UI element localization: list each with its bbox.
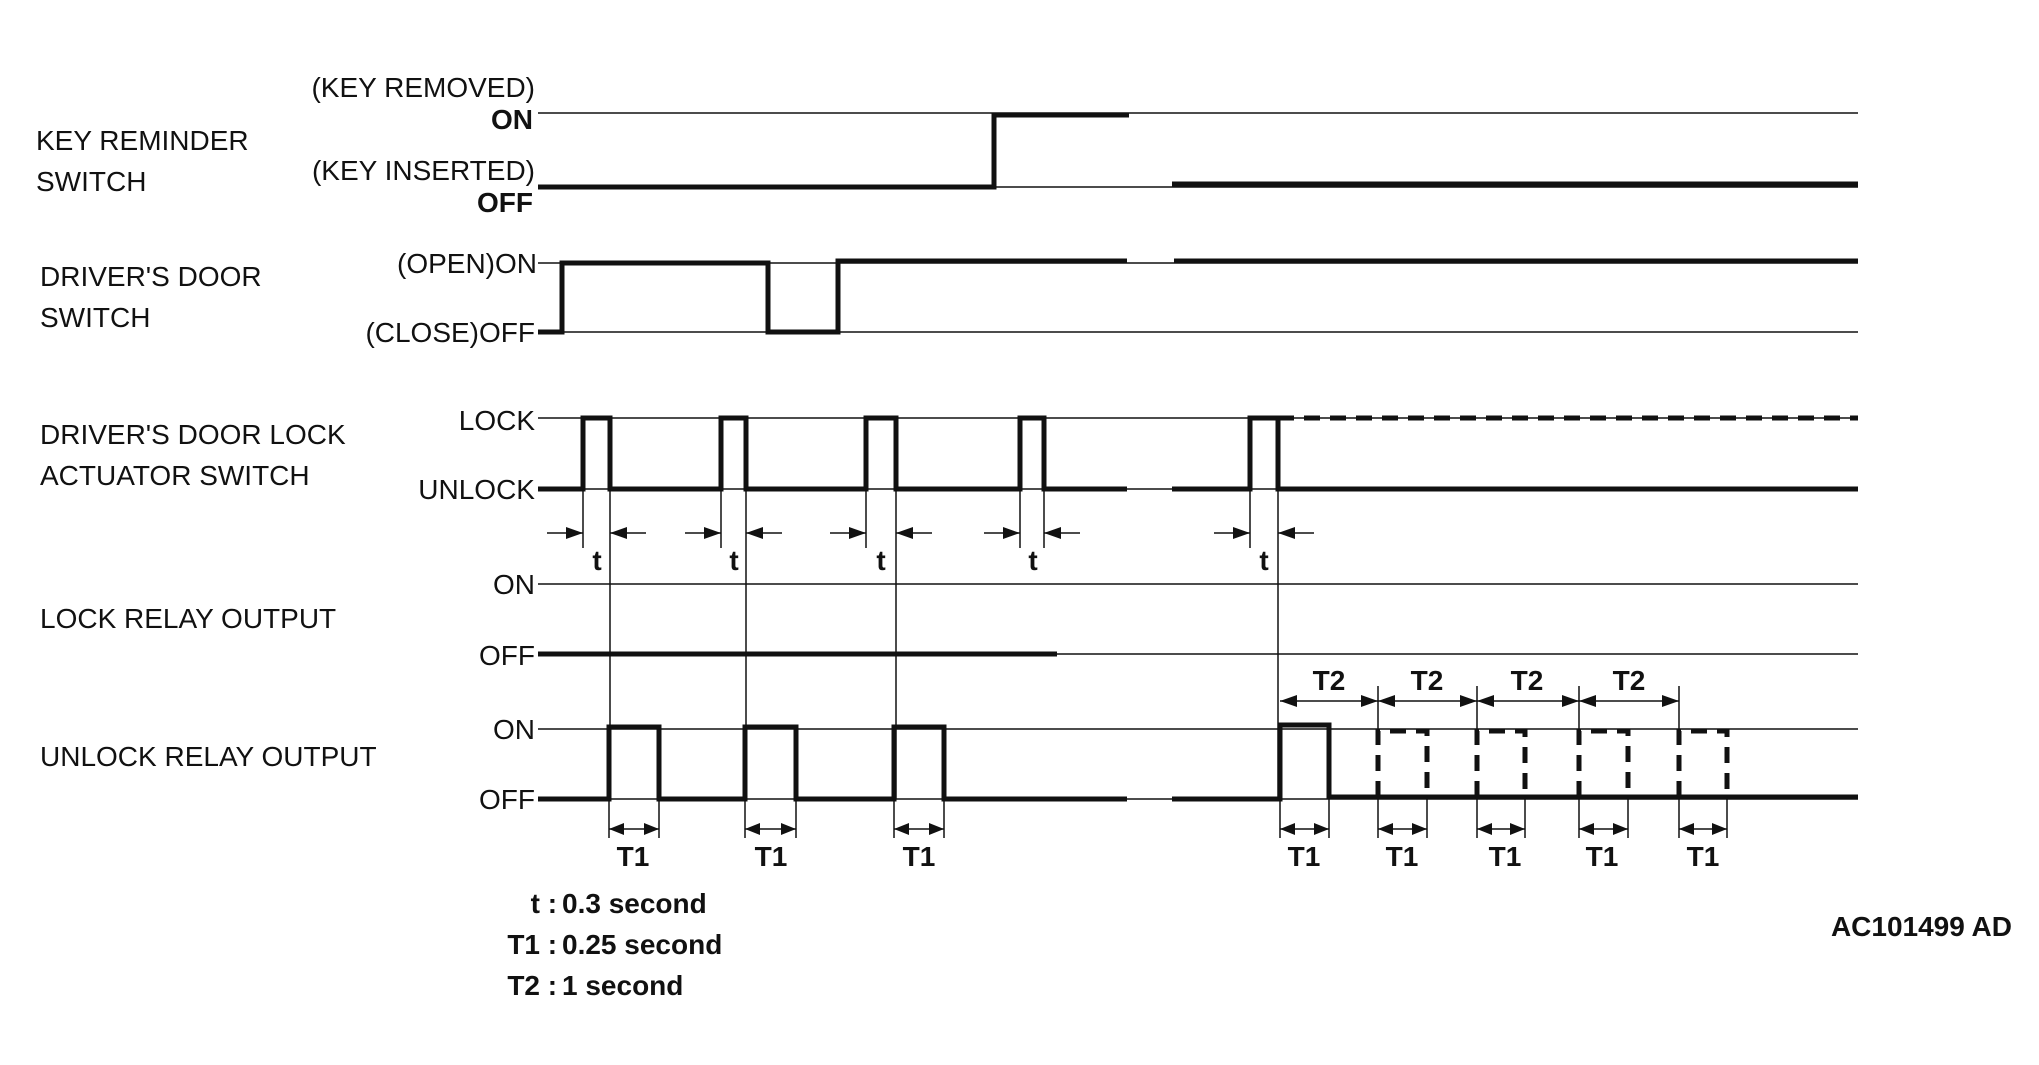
level-label-key-on: ON [491, 104, 533, 135]
legend-key-T2: T2 [507, 970, 540, 1001]
signal-label-key-reminder-line1: KEY REMINDER [36, 125, 249, 156]
T1-dimension-marks: T1 T1 T1 T1 T1 T1 T1 T1 [609, 823, 1727, 872]
T1-7-head-l [1579, 823, 1594, 835]
signal-label-door-switch-line2: SWITCH [40, 302, 150, 333]
t4-arrow-left-head [1003, 527, 1020, 539]
dashed-pulse-2 [1474, 728, 1528, 797]
T1-6-head-l [1477, 823, 1492, 835]
T2-label-1: T2 [1313, 665, 1346, 696]
waveform-key-reminder-a [538, 112, 1129, 190]
t5-arrow-left-head [1233, 527, 1250, 539]
t4-arrow-right-head [1044, 527, 1061, 539]
legend-sep-T2: : [540, 970, 565, 1001]
T1-1-head-r [644, 823, 659, 835]
T2-label-3: T2 [1511, 665, 1544, 696]
t3-arrow-right-head [896, 527, 913, 539]
T1-label-6: T1 [1489, 841, 1522, 872]
t-label-5: t [1259, 545, 1268, 576]
T1-6-head-r [1510, 823, 1525, 835]
T1-label-5: T1 [1386, 841, 1419, 872]
signal-label-unlock-relay: UNLOCK RELAY OUTPUT [40, 741, 377, 772]
level-label-key-removed: (KEY REMOVED) [311, 72, 535, 103]
T2-1-head-l [1280, 695, 1297, 707]
level-label-lock-relay-on: ON [493, 569, 535, 600]
t-label-1: t [592, 545, 601, 576]
signal-label-actuator-line1: DRIVER'S DOOR LOCK [40, 419, 346, 450]
legend-sep-t: : [540, 888, 565, 919]
T2-dimension-marks: T2 T2 T2 T2 [1280, 665, 1679, 707]
signal-label-actuator-line2: ACTUATOR SWITCH [40, 460, 310, 491]
vertical-guides [582, 489, 1728, 838]
level-label-door-close: (CLOSE)OFF [365, 317, 535, 348]
dashed-pulse-4 [1676, 728, 1730, 797]
T1-label-7: T1 [1586, 841, 1619, 872]
level-label-unlock-relay-on: ON [493, 714, 535, 745]
T1-4-head-r [1314, 823, 1329, 835]
level-label-key-inserted: (KEY INSERTED) [312, 155, 535, 186]
level-label-unlock: UNLOCK [418, 474, 535, 505]
T1-2-head-l [745, 823, 760, 835]
level-label-unlock-relay-off: OFF [479, 784, 535, 815]
T2-3-head-r [1562, 695, 1579, 707]
waveform-actuator-a [538, 415, 1127, 492]
reference-level-lines [538, 112, 1858, 800]
t-dimension-marks: t t t t t [547, 527, 1314, 576]
t-label-3: t [876, 545, 885, 576]
T2-2-head-r [1460, 695, 1477, 707]
T1-8-head-r [1712, 823, 1727, 835]
waveform-unlock-relay-b [1172, 722, 1858, 802]
t2-arrow-left-head [704, 527, 721, 539]
waveform-actuator-b [1172, 415, 1858, 492]
waveform-unlock-relay-dashed-pulses [1375, 728, 1730, 797]
T1-7-head-r [1613, 823, 1628, 835]
t-label-4: t [1028, 545, 1037, 576]
T2-label-2: T2 [1411, 665, 1444, 696]
level-label-door-open: (OPEN)ON [397, 248, 537, 279]
T1-8-head-l [1679, 823, 1694, 835]
T1-label-3: T1 [903, 841, 936, 872]
t1-arrow-left-head [566, 527, 583, 539]
T2-label-4: T2 [1613, 665, 1646, 696]
T1-2-head-r [781, 823, 796, 835]
signal-label-lock-relay: LOCK RELAY OUTPUT [40, 603, 336, 634]
signal-label-door-switch-line1: DRIVER'S DOOR [40, 261, 262, 292]
T2-2-head-l [1378, 695, 1395, 707]
T2-4-head-l [1579, 695, 1596, 707]
T2-3-head-l [1477, 695, 1494, 707]
signal-label-key-reminder-line2: SWITCH [36, 166, 146, 197]
legend-value-T1: 0.25 second [562, 929, 722, 960]
T1-label-4: T1 [1288, 841, 1321, 872]
T1-label-1: T1 [617, 841, 650, 872]
legend-sep-T1: : [540, 929, 565, 960]
T2-4-head-r [1662, 695, 1679, 707]
legend-value-t: 0.3 second [562, 888, 707, 919]
t5-arrow-right-head [1278, 527, 1295, 539]
T1-5-head-l [1378, 823, 1393, 835]
t3-arrow-left-head [849, 527, 866, 539]
T1-label-2: T1 [755, 841, 788, 872]
dashed-pulse-1 [1375, 728, 1430, 797]
T2-1-head-r [1361, 695, 1378, 707]
T1-4-head-l [1280, 823, 1295, 835]
level-label-lock: LOCK [459, 405, 536, 436]
waveform-door-switch-a [538, 258, 1127, 335]
dashed-pulse-3 [1576, 728, 1631, 797]
figure-reference-code: AC101499 AD [1831, 911, 2012, 942]
T1-3-head-l [894, 823, 909, 835]
legend-value-T2: 1 second [562, 970, 683, 1001]
T1-label-8: T1 [1687, 841, 1720, 872]
level-label-lock-relay-off: OFF [479, 640, 535, 671]
legend-key-T1: T1 [507, 929, 540, 960]
level-label-key-off: OFF [477, 187, 533, 218]
T1-5-head-r [1412, 823, 1427, 835]
T1-1-head-l [609, 823, 624, 835]
timing-legend: t : 0.3 second T1 : 0.25 second T2 : 1 s… [507, 888, 722, 1001]
t2-arrow-right-head [746, 527, 763, 539]
t1-arrow-right-head [610, 527, 627, 539]
waveform-unlock-relay-a [538, 724, 1127, 802]
legend-key-t: t [531, 888, 540, 919]
T1-3-head-r [929, 823, 944, 835]
t-label-2: t [729, 545, 738, 576]
